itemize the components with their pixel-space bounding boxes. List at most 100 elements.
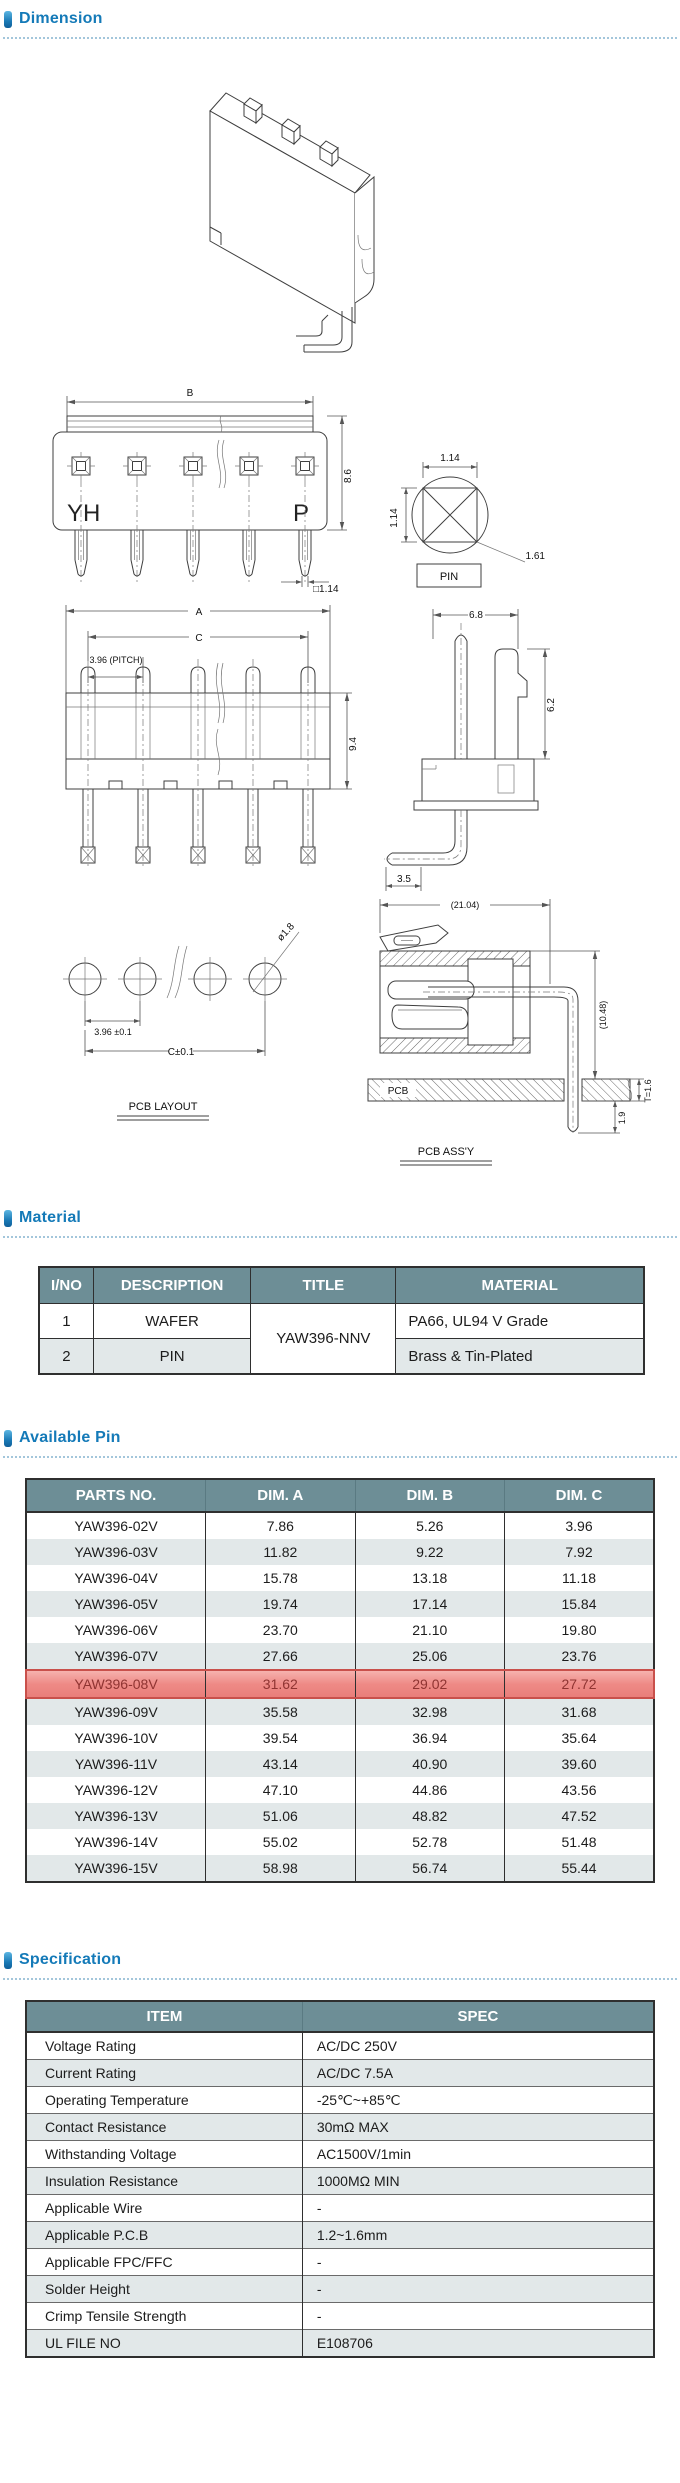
dim-c-label: C (195, 633, 202, 644)
spec-item-value: - (302, 2194, 654, 2222)
spec-item-label: Crimp Tensile Strength (26, 2302, 303, 2330)
pin-dim-c: 35.64 (504, 1725, 654, 1751)
material-row-pin: 2 PIN Brass & Tin-Plated (38, 1338, 645, 1375)
pin-header-dim-b: DIM. B (354, 1479, 505, 1512)
spec-item-label: Operating Temperature (26, 2086, 303, 2114)
pin-table-row: YAW396-05V 19.74 17.14 15.84 (26, 1591, 654, 1617)
layout-pitch-label: 3.96 ±0.1 (94, 1027, 131, 1037)
pin-dim-a: 15.78 (205, 1565, 356, 1591)
pin-dim-height-label: 1.14 (389, 508, 400, 528)
spec-item-label: Applicable P.C.B (26, 2221, 303, 2249)
material-description: WAFER (92, 1303, 252, 1339)
spec-item-value: 1000MΩ MIN (302, 2167, 654, 2195)
pin-table-row: YAW396-08V 31.62 29.02 27.72 (25, 1669, 655, 1699)
spec-item-value: - (302, 2248, 654, 2276)
spec-table-row: Voltage Rating AC/DC 250V (26, 2031, 654, 2060)
spec-table-row: Insulation Resistance 1000MΩ MIN (26, 2167, 654, 2195)
spec-item-value: 1.2~1.6mm (302, 2221, 654, 2249)
pin-table-row: YAW396-02V 7.86 5.26 3.96 (26, 1512, 654, 1539)
spec-table-row: Applicable FPC/FFC - (26, 2248, 654, 2276)
pin-dim-c: 23.76 (504, 1643, 654, 1670)
pin-dim-a: 31.62 (205, 1669, 356, 1699)
pcb-assy-drawing: (21.04) PCB (367, 899, 653, 1166)
spec-item-label: Applicable Wire (26, 2194, 303, 2222)
pin-part-no: YAW396-04V (74, 1570, 158, 1586)
pin-dim-a: 51.06 (205, 1803, 356, 1829)
spec-item-label: Solder Height (26, 2275, 303, 2303)
pin-dim-b: 36.94 (354, 1725, 505, 1751)
pin-table-header-row: PARTS NO. DIM. A DIM. B DIM. C (26, 1479, 654, 1512)
pin-part-no: YAW396-02V (74, 1518, 158, 1534)
dim-35-label: 3.5 (397, 874, 411, 885)
dimension-drawings: B YH P 8.6 □1.14 1.14 (0, 39, 680, 1181)
pin-part-no: YAW396-12V (74, 1782, 158, 1798)
section-header-material: Material (3, 1205, 677, 1238)
material-row-wafer: 1 WAFER YAW396-NNV PA66, UL94 V Grade (38, 1303, 645, 1375)
pin-dim-a: 23.70 (205, 1617, 356, 1643)
pin-part-no: YAW396-05V (26, 1591, 206, 1617)
material-header-row: I/NO DESCRIPTION TITLE MATERIAL (38, 1266, 645, 1304)
section-bullet-icon (4, 10, 12, 28)
pin-part-no: YAW396-07V (26, 1643, 206, 1670)
spec-item-value: AC/DC 7.5A (302, 2059, 654, 2087)
section-title-dimension: Dimension (19, 10, 103, 27)
layout-c-label: C±0.1 (168, 1047, 195, 1058)
section-header-dimension: Dimension (3, 6, 677, 39)
pcb-assy-title: PCB ASS'Y (418, 1146, 475, 1158)
dim-hole-label: ø1.8 (275, 921, 297, 944)
spec-item-label: Insulation Resistance (26, 2167, 303, 2195)
available-pin-table: PARTS NO. DIM. A DIM. B DIM. C YAW396-02… (25, 1478, 655, 1883)
spec-item-value: - (302, 2275, 654, 2303)
spec-item-value: AC1500V/1min (302, 2140, 654, 2168)
pin-part-no: YAW396-06V (74, 1622, 158, 1638)
assy-width-label: (21.04) (451, 900, 480, 910)
pitch-view-drawing: A C 3.96 (PITCH) 9.4 (65, 605, 359, 870)
pin-dim-a: 19.74 (205, 1591, 356, 1617)
pin-dim-c: 47.52 (504, 1803, 654, 1829)
dim-94-label: 9.4 (348, 737, 359, 751)
dim-pin-square-label: □1.14 (313, 584, 339, 595)
pin-dim-a: 7.86 (205, 1512, 356, 1539)
assy-height-label: (10.48) (598, 1001, 608, 1030)
pin-dim-c: 51.48 (504, 1829, 654, 1855)
pin-dim-b: 56.74 (354, 1855, 505, 1882)
assy-thickness-label: T=1.6 (643, 1079, 653, 1102)
pin-dim-b: 21.10 (354, 1617, 505, 1643)
pin-dim-a: 39.54 (205, 1725, 356, 1751)
section-title-material: Material (19, 1209, 82, 1226)
material-value: Brass & Tin-Plated (395, 1338, 645, 1375)
dim-62-label: 6.2 (546, 698, 557, 712)
dim-b-label: B (187, 388, 194, 399)
pin-part-no: YAW396-08V (25, 1669, 206, 1699)
pin-table-row: YAW396-15V 58.98 56.74 55.44 (26, 1855, 654, 1882)
pin-dim-c: 11.18 (504, 1565, 654, 1591)
material-description: PIN (92, 1338, 252, 1375)
pin-dim-width-label: 1.14 (440, 453, 460, 464)
pin-dim-c: 7.92 (504, 1539, 654, 1565)
pin-table-row: YAW396-11V 43.14 40.90 39.60 (26, 1751, 654, 1777)
spec-header-spec: SPEC (301, 2001, 654, 2032)
material-title-value: YAW396-NNV (250, 1303, 397, 1375)
pin-table-row: YAW396-09V 35.58 32.98 31.68 (26, 1698, 654, 1725)
pin-dim-b: 25.06 (354, 1643, 505, 1670)
pin-header-dim-a: DIM. A (205, 1479, 356, 1512)
spec-table-row: Operating Temperature -25℃~+85℃ (26, 2086, 654, 2114)
pin-dim-b: 44.86 (354, 1777, 505, 1803)
assy-pcb-label: PCB (388, 1086, 409, 1097)
pin-dim-b: 13.18 (354, 1565, 505, 1591)
pin-dim-a: 35.58 (205, 1698, 356, 1725)
pin-header-parts-no: PARTS NO. (26, 1479, 206, 1512)
pin-dim-a: 55.02 (205, 1829, 356, 1855)
pin-table-row: YAW396-12V 47.10 44.86 43.56 (26, 1777, 654, 1803)
pin-dim-a: 43.14 (205, 1751, 356, 1777)
pin-table-row: YAW396-03V 11.82 9.22 7.92 (26, 1539, 654, 1565)
pin-dim-a: 11.82 (205, 1539, 356, 1565)
specification-table: ITEM SPEC Voltage Rating AC/DC 250V Curr… (25, 2000, 655, 2358)
pin-dim-b: 48.82 (354, 1803, 505, 1829)
spec-item-label: Current Rating (26, 2059, 303, 2087)
section-bullet-icon (4, 1209, 12, 1227)
assy-pin-label: 1.9 (617, 1112, 627, 1125)
spec-table-row: Withstanding Voltage AC1500V/1min (26, 2140, 654, 2168)
spec-item-label: Withstanding Voltage (26, 2140, 303, 2168)
front-label-p: P (293, 500, 309, 527)
